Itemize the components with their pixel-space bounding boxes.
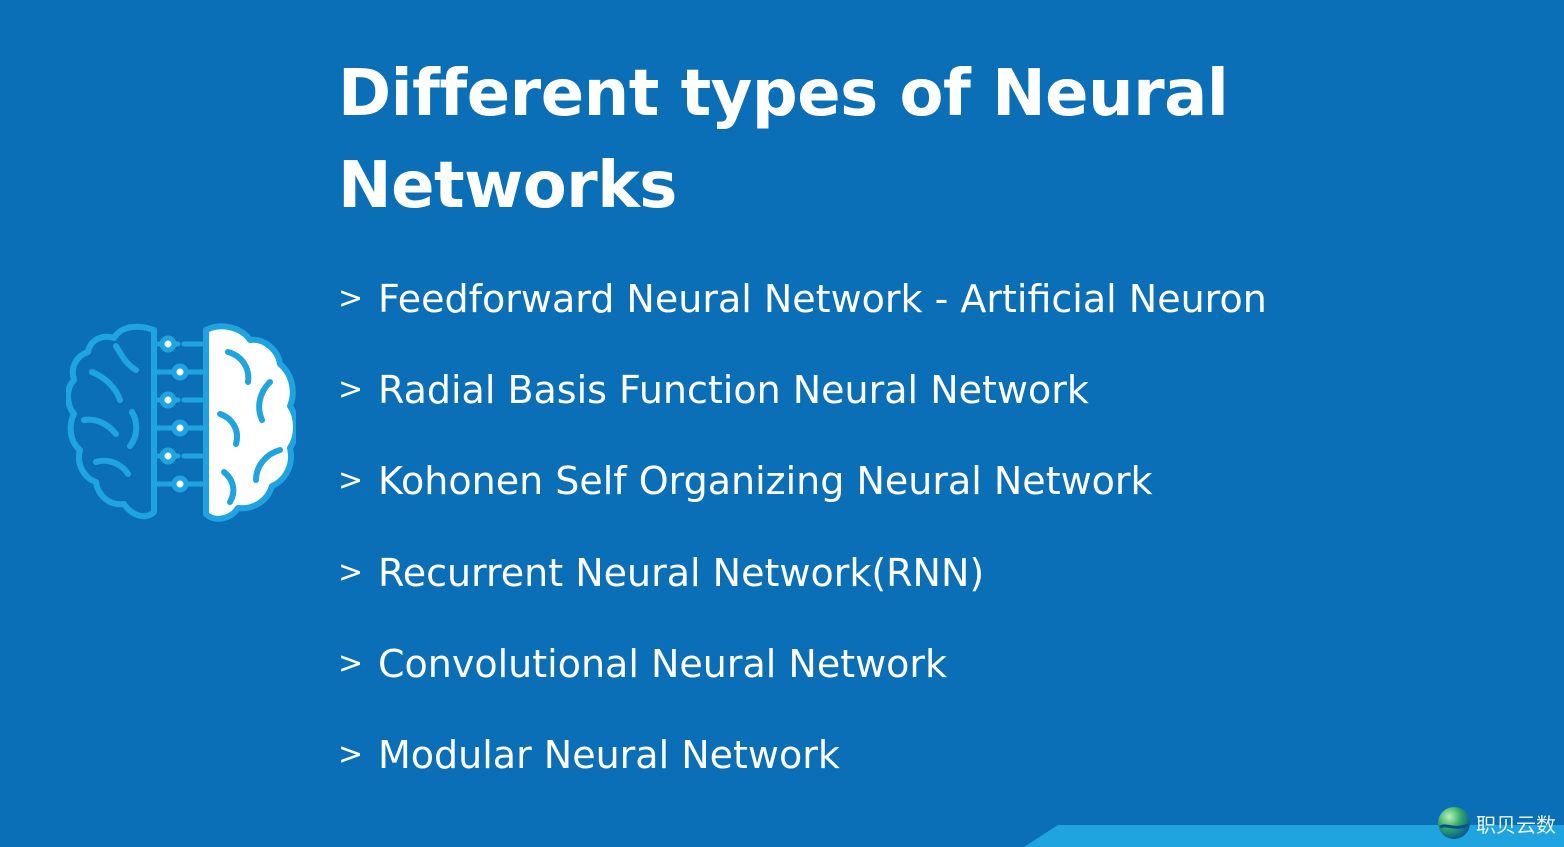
network-types-list: > Feedforward Neural Network - Artificia…	[338, 276, 1267, 823]
list-item-label: Kohonen Self Organizing Neural Network	[378, 459, 1153, 504]
slide-title: Different types of Neural Networks	[338, 57, 1229, 223]
footer-accent-band	[1024, 825, 1564, 847]
list-item-label: Feedforward Neural Network - Artificial …	[378, 277, 1267, 321]
list-item: > Radial Basis Function Neural Network	[338, 367, 1267, 458]
list-item-label: Convolutional Neural Network	[378, 641, 948, 686]
globe-logo-icon	[1438, 807, 1470, 839]
list-item: > Feedforward Neural Network - Artificia…	[338, 276, 1267, 367]
list-item: > Kohonen Self Organizing Neural Network	[338, 458, 1267, 549]
watermark-text: 职贝云数	[1476, 812, 1556, 837]
list-item-label: Recurrent Neural Network(RNN)	[378, 550, 985, 595]
watermark: 职贝云数	[1436, 805, 1556, 841]
list-item: > Modular Neural Network	[338, 732, 1267, 823]
chevron-right-icon: >	[338, 645, 364, 681]
list-item: > Convolutional Neural Network	[338, 641, 1267, 732]
list-item-label: Modular Neural Network	[378, 732, 840, 777]
list-item-label: Radial Basis Function Neural Network	[378, 368, 1089, 413]
list-item: > Recurrent Neural Network(RNN)	[338, 550, 1267, 641]
chevron-right-icon: >	[338, 463, 364, 499]
chevron-right-icon: >	[338, 281, 364, 316]
chevron-right-icon: >	[338, 736, 364, 772]
chevron-right-icon: >	[338, 372, 364, 408]
chevron-right-icon: >	[338, 554, 364, 590]
brain-circuit-icon	[66, 323, 296, 522]
